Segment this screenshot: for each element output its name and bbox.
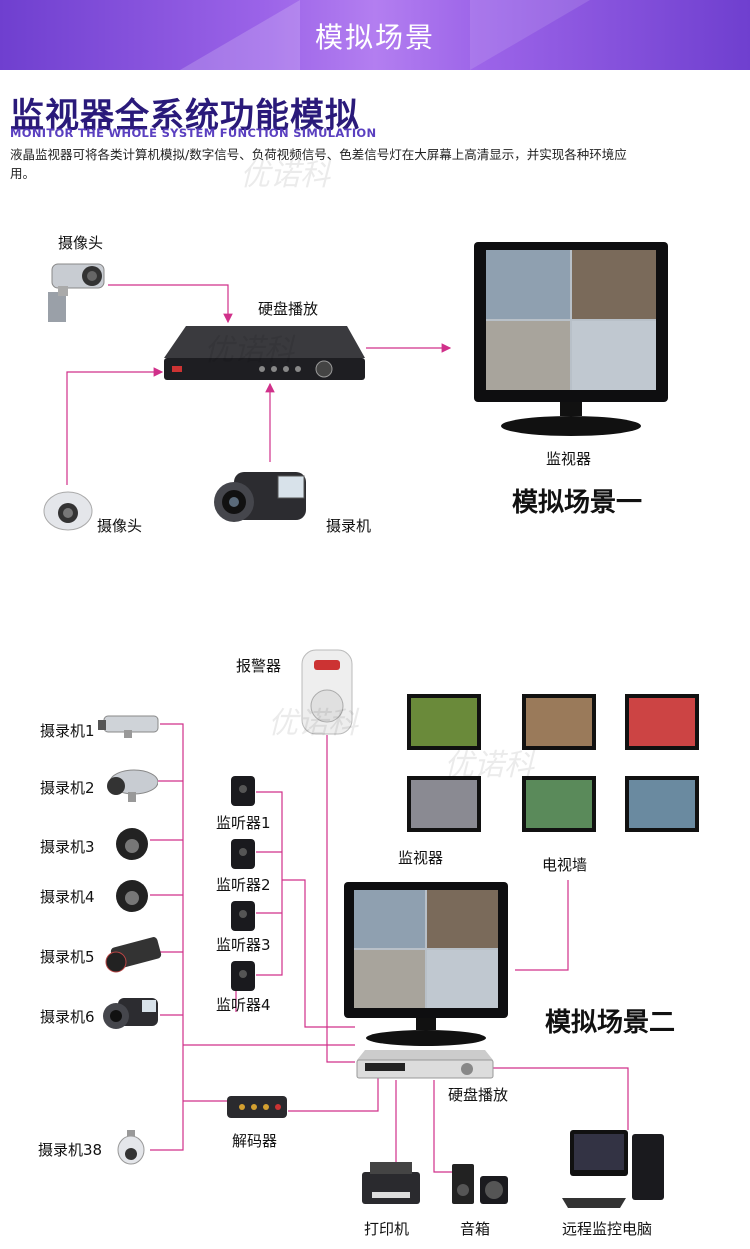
banner-title: 模拟场景 [314,21,435,54]
alarm-label: 报警器 [236,657,282,675]
speaker-icon [450,1160,510,1208]
dvr-icon [355,1048,495,1080]
camera-label: 摄录机1 [40,722,95,740]
camera-label: 摄录机3 [40,838,95,856]
monitor-icon [472,240,670,440]
decoder-label: 解码器 [232,1132,278,1150]
monitor-label: 监视器 [398,849,444,867]
camera-label: 摄录机6 [40,1008,95,1026]
watermark: 优诺科 [240,158,330,193]
listener-label: 监听器4 [216,996,271,1014]
watermark: 优诺科 [268,706,358,741]
alarm-icon [298,648,356,738]
camcorder-icon [100,994,162,1034]
listener-device-icon [230,838,256,870]
tv-wall-screen-icon [406,775,482,833]
bullet-camera-icon [98,712,160,738]
dvr-icon [162,322,367,384]
decoder-icon [226,1092,288,1122]
dome-camera-icon [42,485,94,531]
speaker-label: 音箱 [460,1220,491,1238]
camera-label: 摄录机2 [40,779,95,797]
camera-label: 摄录机4 [40,888,95,906]
camera-label: 摄录机38 [38,1141,103,1159]
tv-wall-screen-icon [624,775,700,833]
section-title: 监视器全系统功能模拟 [10,96,360,136]
camera-top-label: 摄像头 [58,234,104,252]
monitor-label: 监视器 [546,450,592,468]
section-subtitle: MONITOR THE WHOLE SYSTEM FUNCTION SIMULA… [10,126,377,140]
monitor-icon [342,880,510,1048]
listener-label: 监听器2 [216,876,271,894]
top-banner [0,0,750,70]
tv-wall-screen-icon [624,693,700,751]
tv-wall-label: 电视墙 [542,856,588,874]
tv-wall-screen-icon [521,693,597,751]
camcorder-icon [208,462,318,534]
watermark: 优诺科 [444,748,534,783]
ir-camera-icon [102,936,162,976]
bullet-camera-icon [44,258,110,328]
computer-icon [562,1128,666,1212]
listener-label: 监听器1 [216,814,271,832]
dome-camera-icon [113,826,151,862]
printer-icon [360,1160,422,1208]
watermark: 优诺科 [204,333,294,368]
camera-dome-label: 摄像头 [97,517,143,535]
tv-wall-screen-icon [521,775,597,833]
listener-device-icon [230,960,256,992]
dvr-label: 硬盘播放 [448,1086,509,1104]
banner-decoration [180,0,300,70]
tv-wall-screen-icon [406,693,482,751]
scene2-title: 模拟场景二 [545,1008,676,1038]
remote-pc-label: 远程监控电脑 [562,1220,653,1238]
bullet-camera-icon [104,766,159,804]
scene1-title: 模拟场景一 [512,488,643,518]
camera-label: 摄录机5 [40,948,95,966]
printer-label: 打印机 [364,1220,410,1238]
ptz-camera-icon [116,1130,146,1166]
listener-device-icon [230,775,256,807]
dome-camera-icon [113,878,151,914]
listener-label: 监听器3 [216,936,271,954]
section-description: 液晶监视器可将各类计算机模拟/数字信号、负荷视频信号、色差信号灯在大屏幕上高清显… [10,147,627,181]
camcorder-label: 摄录机 [326,517,372,535]
banner-decoration [470,0,590,70]
dvr-label: 硬盘播放 [258,300,319,318]
listener-device-icon [230,900,256,932]
